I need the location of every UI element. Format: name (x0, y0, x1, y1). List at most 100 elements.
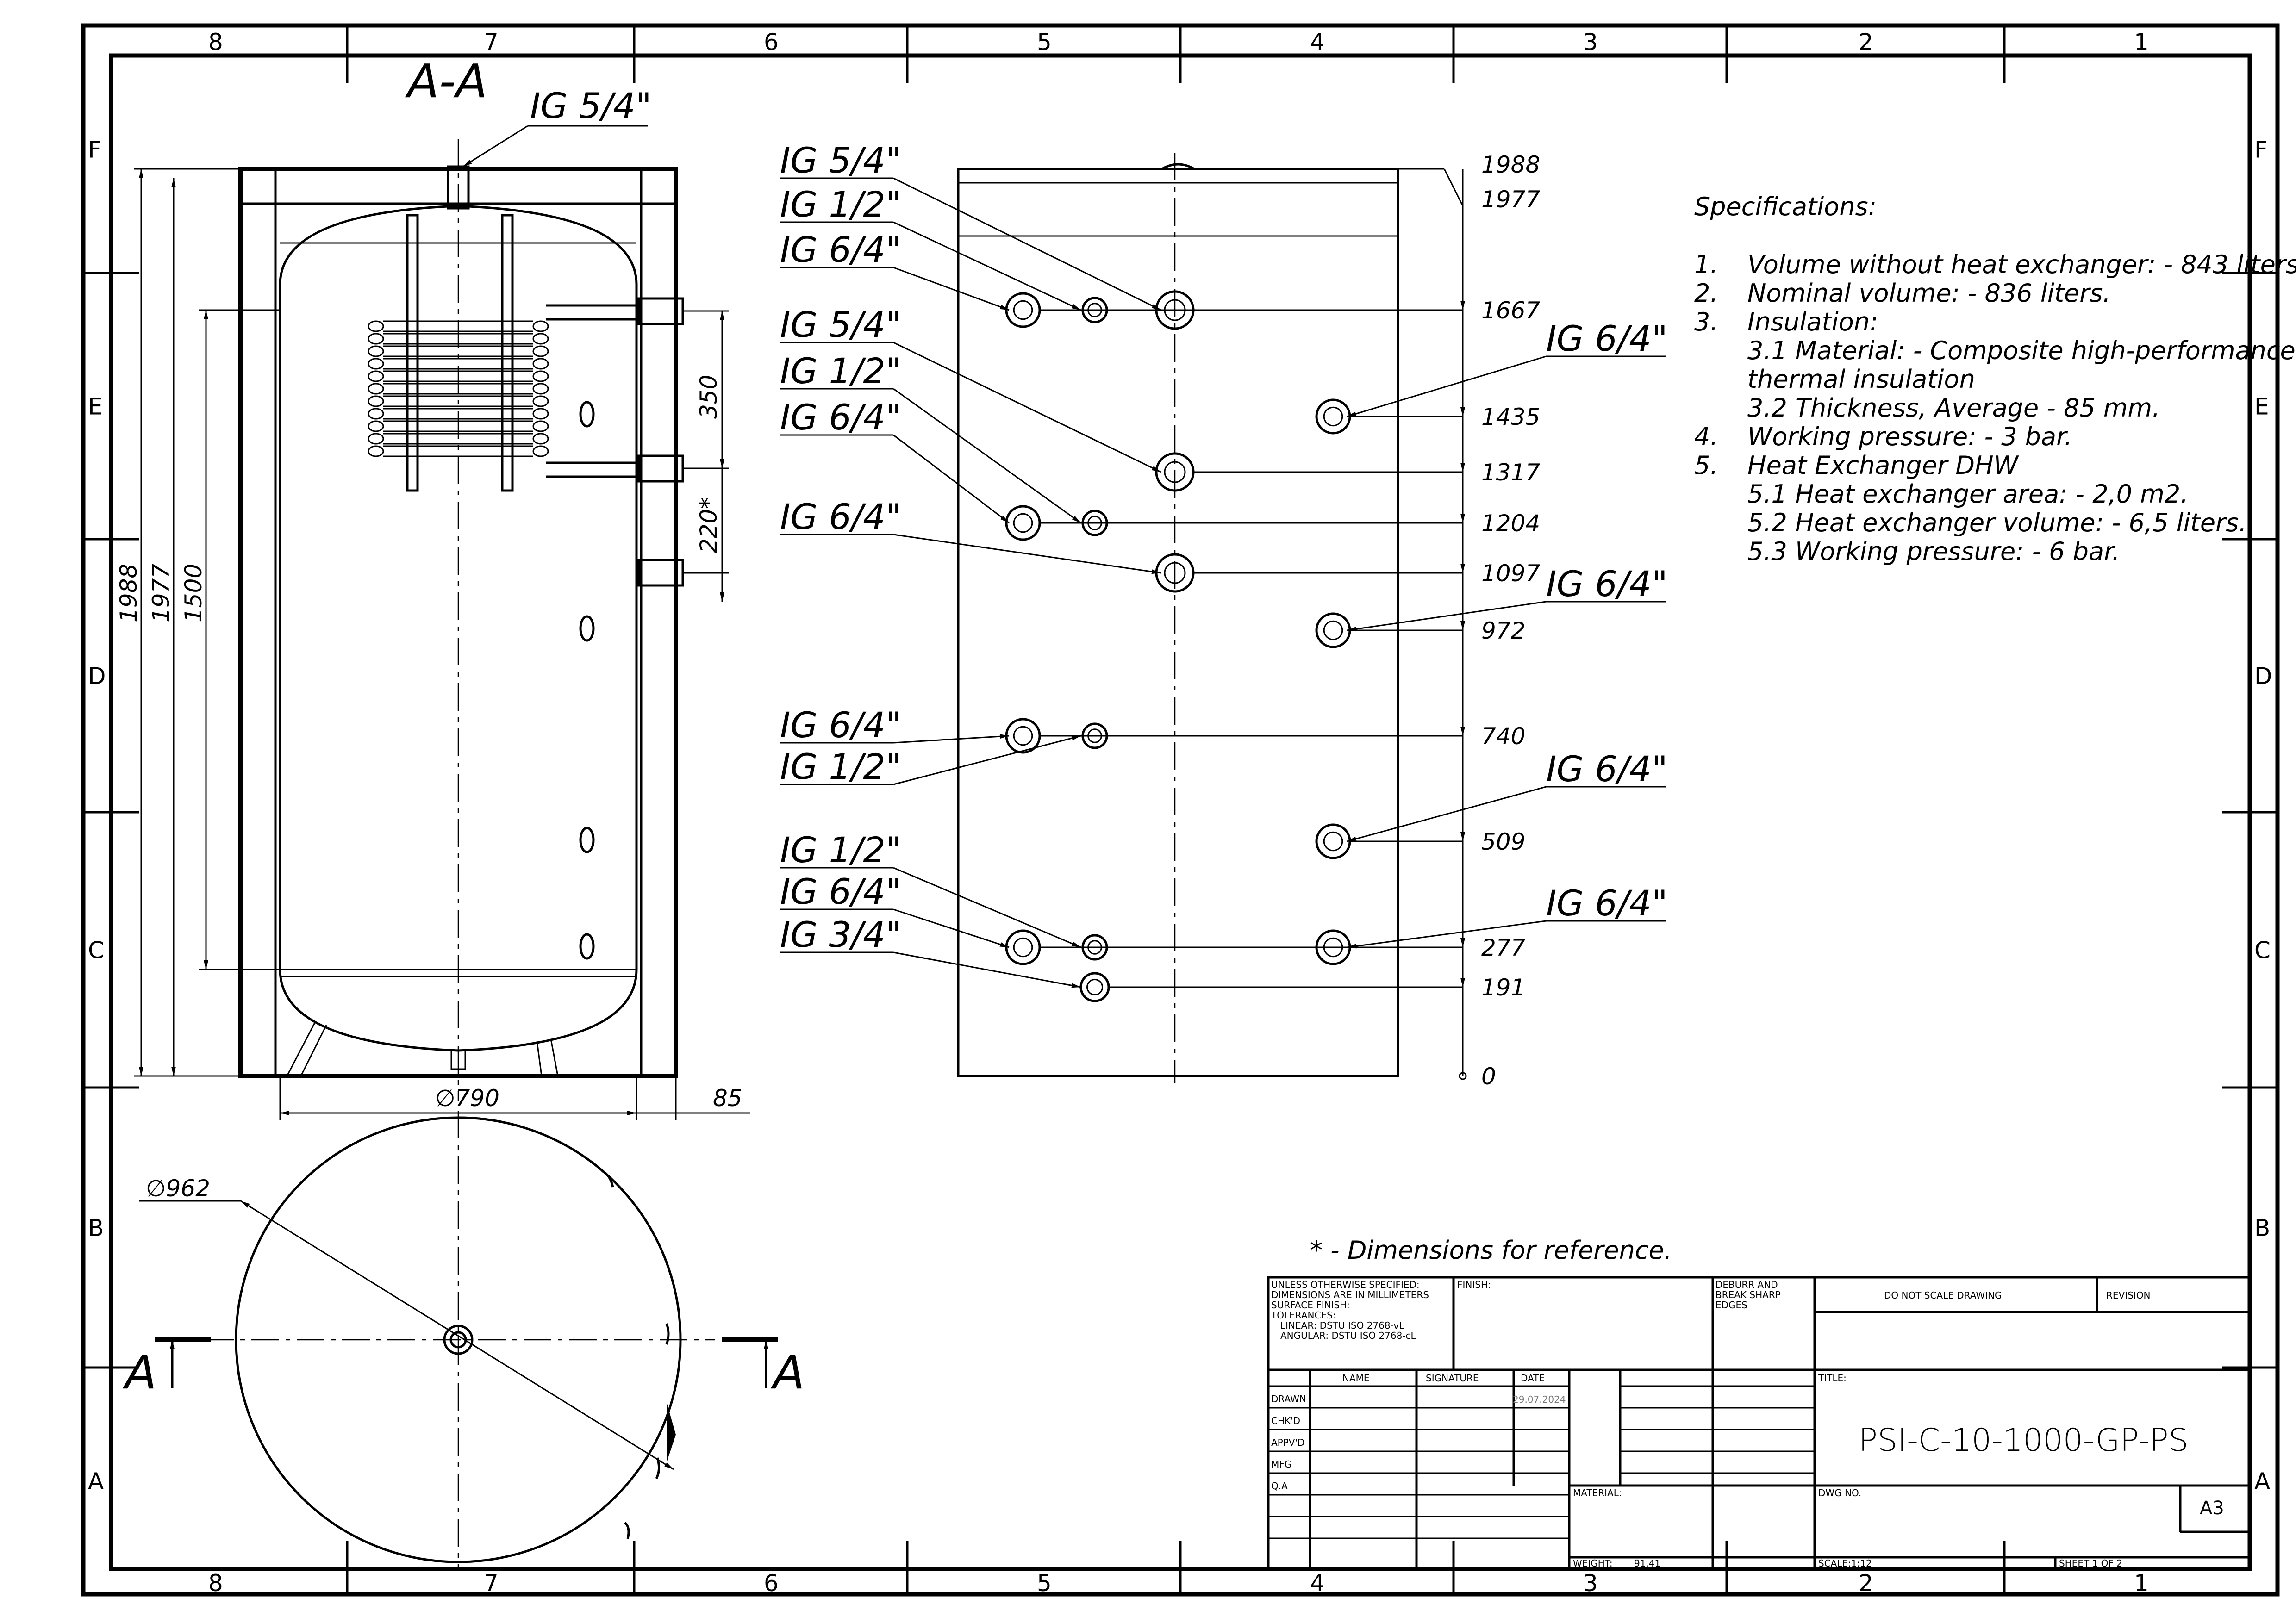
spec-number: 4. (1694, 422, 1718, 451)
tb-row-label: MFG (1271, 1459, 1292, 1470)
label-leader (1347, 786, 1547, 842)
tb-revision: REVISION (2106, 1290, 2150, 1301)
tb-col-date: DATE (1521, 1373, 1545, 1384)
tb-general-1: UNLESS OTHERWISE SPECIFIED: (1271, 1279, 1420, 1290)
tb-deburr-2: BREAK SHARP (1716, 1289, 1781, 1300)
port-label-left: IG 6/4" (780, 229, 902, 270)
reference-note: * - Dimensions for reference. (1310, 1236, 1672, 1265)
port-outer (1005, 505, 1041, 541)
coil-turn-left (368, 345, 384, 357)
grid-col-label: 7 (484, 29, 499, 56)
coil-turn-left (368, 420, 384, 432)
front-view: 1988197716671435131712041097972740509277… (780, 140, 1668, 1090)
tb-material: MATERIAL: (1573, 1487, 1622, 1499)
coil-turn-right (532, 395, 549, 407)
tb-row-label: APPV'D (1271, 1437, 1304, 1448)
label-leader (1347, 601, 1547, 632)
port-inner (1164, 562, 1186, 584)
coil-support-left (406, 214, 419, 492)
port-outer (1005, 929, 1041, 965)
tb-weight: 91.41 (1634, 1558, 1660, 1569)
grid-col-label: 3 (1583, 1570, 1598, 1597)
tb-deburr-1: DEBURR AND (1716, 1279, 1778, 1290)
right-insulation (640, 168, 677, 1077)
coil-turn-left (368, 383, 384, 395)
section-view: A-A IG 5/4" (115, 54, 750, 1120)
top-fitting-leader (462, 125, 528, 168)
grid-row-label: E (88, 393, 103, 420)
grid-row-label: E (2254, 393, 2269, 420)
spec-text: 5.2 Heat exchanger volume: - 6,5 liters. (1747, 508, 2247, 537)
tb-row-label: DRAWN (1271, 1393, 1306, 1405)
level-label: 191 (1481, 974, 1525, 1001)
tb-row-label: CHK'D (1271, 1415, 1300, 1426)
ext-line (1443, 168, 1464, 206)
level-label: 1667 (1481, 297, 1540, 324)
grid-row-label: C (2254, 937, 2271, 964)
tb-general-3: SURFACE FINISH: (1271, 1300, 1350, 1311)
port-inner (1323, 406, 1343, 427)
grid-row-label: A (88, 1468, 104, 1495)
port-oval (579, 827, 595, 853)
dim-220: 220* (695, 497, 722, 553)
level-label: 0 (1481, 1063, 1496, 1090)
label-leader (1347, 355, 1547, 417)
port-outer (1315, 612, 1351, 648)
top-fitting-label: IG 5/4" (530, 85, 652, 126)
grid-row-label: C (88, 937, 104, 964)
dim-350: 350 (695, 375, 722, 419)
outer-jacket (238, 167, 678, 1078)
port-oval (579, 933, 595, 960)
label-leader (893, 734, 1010, 744)
port-label-left: IG 6/4" (780, 496, 902, 537)
coil-turn-right (532, 358, 549, 370)
port-label-left: IG 1/2" (780, 746, 902, 787)
level-labels: 1988197716671435131712041097972740509277… (1460, 151, 1540, 1090)
dim-1500: 1500 (180, 564, 207, 622)
front-top-nozzle (1161, 163, 1195, 170)
port-inner (1323, 831, 1343, 852)
grid-row-label: F (2254, 137, 2268, 163)
grid-col-label: 2 (1859, 1570, 1873, 1597)
spec-text: 3.2 Thickness, Average - 85 mm. (1747, 393, 2160, 423)
specifications: Specifications: 1.Volume without heat ex… (1694, 192, 2296, 566)
dim-790: ∅790 (435, 1085, 499, 1112)
grid-col-label: 5 (1037, 1570, 1052, 1597)
label-leader (893, 534, 1161, 574)
port-outer (1005, 292, 1041, 328)
coil-turn-right (532, 420, 549, 432)
tb-scale: SCALE:1:12 (1818, 1558, 1872, 1569)
port-inner (1013, 937, 1033, 958)
tb-general-4: TOLERANCES: (1271, 1310, 1336, 1321)
label-leader (893, 267, 1010, 311)
coil-support-right (501, 214, 514, 492)
plan-dia: ∅962 (146, 1175, 210, 1202)
tb-row-label: Q.A (1271, 1480, 1288, 1492)
frame (81, 23, 2280, 1597)
grid-col-label: 7 (484, 1570, 499, 1597)
port-label-right: IG 6/4" (1546, 563, 1668, 604)
port-oval (579, 401, 595, 428)
tb-general-6: ANGULAR: DSTU ISO 2768-cL (1280, 1330, 1416, 1341)
spec-text: Nominal volume: - 836 liters. (1747, 279, 2111, 308)
coil-turn-left (368, 370, 384, 382)
port-inner (1323, 937, 1343, 958)
grid-row-label: D (2254, 663, 2272, 690)
port-label-left: IG 1/2" (780, 184, 902, 225)
label-leader (893, 388, 1081, 524)
coil-turn-right (532, 445, 549, 457)
spec-number: 2. (1694, 279, 1718, 308)
grid-col-label: 3 (1583, 29, 1598, 56)
port-label-left: IG 6/4" (780, 871, 902, 912)
label-leader (893, 735, 1081, 785)
grid-col-label: 1 (2134, 29, 2149, 56)
tb-weight-label: WEIGHT: (1573, 1558, 1613, 1569)
port-label-right: IG 6/4" (1546, 318, 1668, 359)
port-label-left: IG 1/2" (780, 350, 902, 392)
front-ports (1005, 290, 1463, 1002)
level-label: 1204 (1481, 510, 1540, 537)
spec-text: 5.3 Working pressure: - 6 bar. (1747, 537, 2120, 566)
grid-col-label: 1 (2134, 1570, 2149, 1597)
coil-turn-left (368, 445, 384, 457)
spec-text: 5.1 Heat exchanger area: - 2,0 m2. (1747, 479, 2188, 509)
